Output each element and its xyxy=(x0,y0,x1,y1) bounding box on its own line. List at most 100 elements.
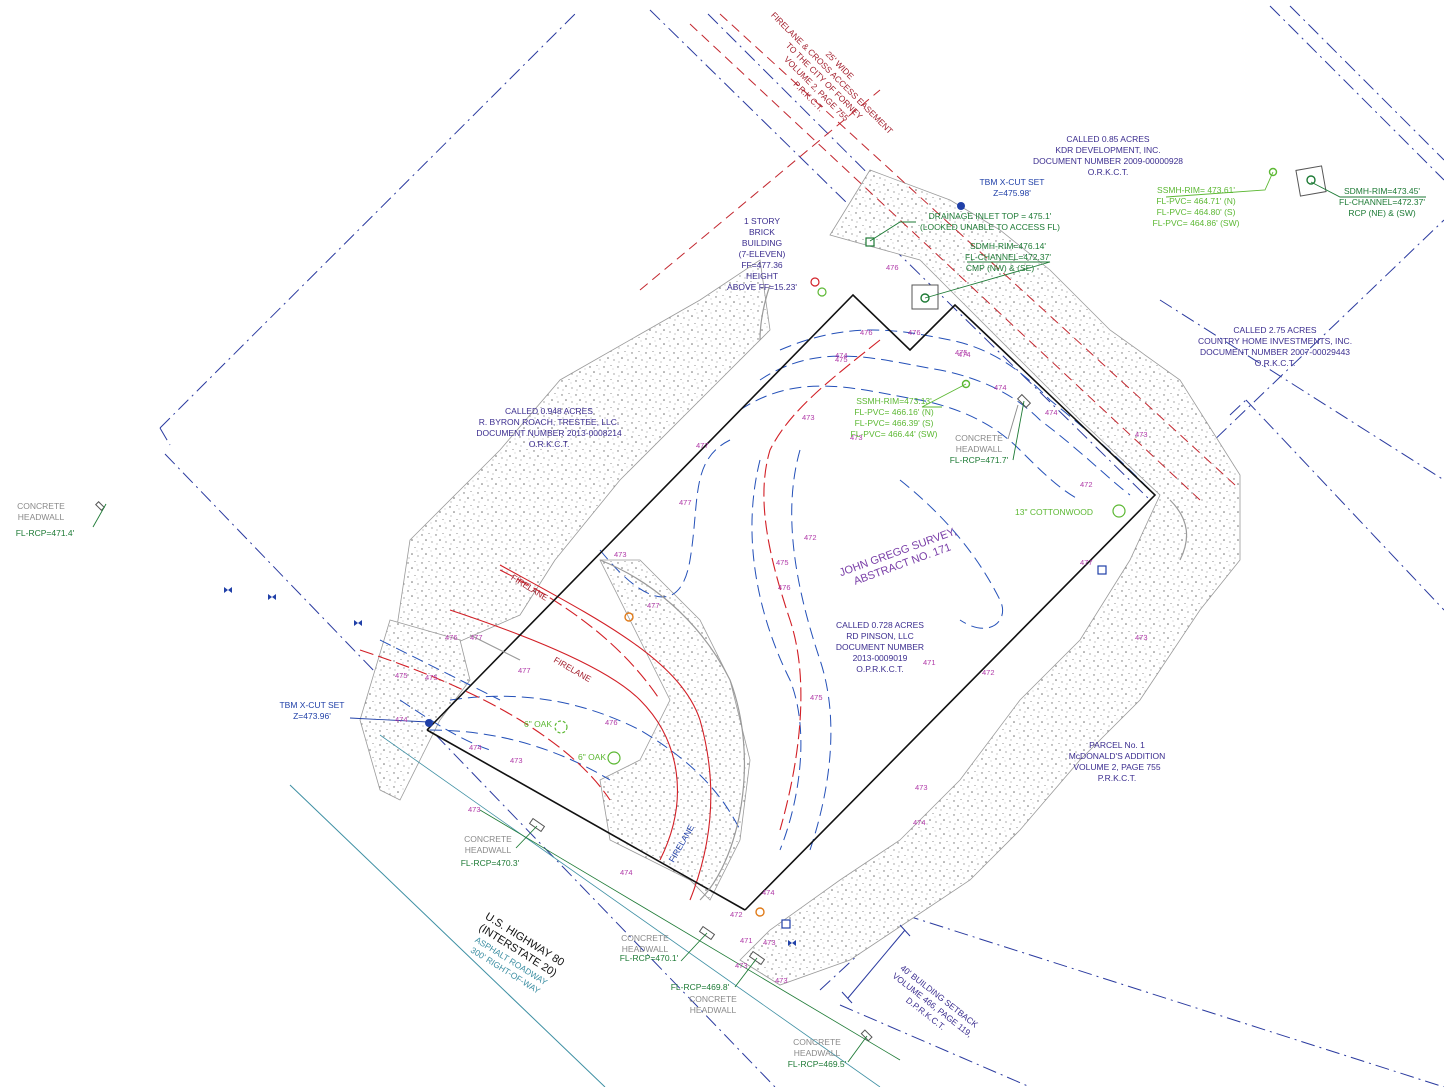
contour-elevation-label: 475 xyxy=(955,348,968,357)
kdr-line-3: DOCUMENT NUMBER 2009-00000928 xyxy=(1033,156,1183,166)
ssmh-top-line-1: SSMH-RIM= 473.61' xyxy=(1157,185,1235,195)
fl-rcp-470-1: FL-RCP=470.1' xyxy=(620,953,679,963)
headwall-bl-3-label: FL-RCP=469.8' CONCRETE HEADWALL xyxy=(671,982,737,1015)
contour-elevation-label: 474 xyxy=(762,888,775,897)
ssmh-top-line-4: FL-PVC= 464.86' (SW) xyxy=(1153,218,1240,228)
contour-elevation-label: 477 xyxy=(470,633,483,642)
building-line-6: HEIGHT xyxy=(746,271,778,281)
headwall-bl3-line-2: HEADWALL xyxy=(690,1005,737,1015)
contour-elevation-label: 475 xyxy=(425,673,438,682)
roach-label: CALLED 0.948 ACRES R. BYRON ROACH, TREST… xyxy=(476,406,622,449)
contour-elevation-label: 474 xyxy=(913,818,926,827)
headwall-mid-label: CONCRETE HEADWALL FL-RCP=471.7' xyxy=(950,433,1009,465)
contour-elevation-label: 474 xyxy=(1045,408,1058,417)
contour-elevation-label: 474 xyxy=(620,868,633,877)
building-line-3: BUILDING xyxy=(742,238,782,248)
contour-elevation-label: 473 xyxy=(468,805,481,814)
headwall-bl2-line-1: CONCRETE xyxy=(621,933,669,943)
building-line-1: 1 STORY xyxy=(744,216,780,226)
ssmh-mid-line-2: FL-PVC= 466.16' (N) xyxy=(854,407,934,417)
pinson-line-5: O.P.R.K.C.T. xyxy=(856,664,904,674)
roach-line-4: O.R.K.C.T. xyxy=(529,439,570,449)
country-home-line-1: CALLED 2.75 ACRES xyxy=(1233,325,1316,335)
leader-lines xyxy=(92,171,1426,1063)
gravel-areas xyxy=(359,169,1241,986)
oak-label-1: 6" OAK xyxy=(524,719,552,729)
headwall-mid-line-1: CONCRETE xyxy=(955,433,1003,443)
roach-line-3: DOCUMENT NUMBER 2013-0008214 xyxy=(476,428,622,438)
parcel-line-3: VOLUME 2, PAGE 755 xyxy=(1073,762,1161,772)
contour-elevation-label: 473 xyxy=(775,976,788,985)
contour-elevation-label: 477 xyxy=(1080,558,1093,567)
ssmh-top-line-3: FL-PVC= 464.80' (S) xyxy=(1157,207,1236,217)
building-label: 1 STORY BRICK BUILDING (7-ELEVEN) FF=477… xyxy=(727,216,797,292)
ssmh-mid-line-1: SSMH-RIM=473.13' xyxy=(856,396,932,406)
contour-elevation-label: 472 xyxy=(730,910,743,919)
parcel-line-1: PARCEL No. 1 xyxy=(1089,740,1145,750)
setback-dimension xyxy=(841,924,911,1004)
contour-elevation-label: 476 xyxy=(445,633,458,642)
contour-elevation-label: 475 xyxy=(395,671,408,680)
contour-elevation-label: 473 xyxy=(614,550,627,559)
easement-lines xyxy=(639,13,1236,501)
contour-elevation-label: 473 xyxy=(802,413,815,422)
tbm-left-line-2: Z=473.96' xyxy=(293,711,331,721)
cottonwood-label: 13" COTTONWOOD xyxy=(1015,507,1093,517)
drainage-inlet-line-1: DRAINAGE INLET TOP = 475.1' xyxy=(929,211,1052,221)
contour-elevation-label: 472 xyxy=(804,533,817,542)
tbm-left-line-1: TBM X-CUT SET xyxy=(279,700,344,710)
ssmh-mid-label: SSMH-RIM=473.13' FL-PVC= 466.16' (N) FL-… xyxy=(851,396,938,439)
contour-elevation-label: 476 xyxy=(860,328,873,337)
headwall-bl3-line-1: CONCRETE xyxy=(689,994,737,1004)
tbm-left-label: TBM X-CUT SET Z=473.96' xyxy=(279,700,344,721)
drainage-inlet-label: DRAINAGE INLET TOP = 475.1' (LOCKED UNAB… xyxy=(920,211,1060,232)
sdmh-center-label: SDMH-RIM=476.14' FL-CHANNEL=472.37' CMP … xyxy=(965,241,1051,273)
country-home-label: CALLED 2.75 ACRES COUNTRY HOME INVESTMEN… xyxy=(1198,325,1352,368)
headwall-bl-1-label: CONCRETE HEADWALL FL-RCP=470.3' xyxy=(461,834,520,868)
building-line-7: ABOVE FF=15.23' xyxy=(727,282,797,292)
fl-rcp-469-5: FL-RCP=469.5' xyxy=(788,1059,847,1069)
contour-elevation-label: 472 xyxy=(982,668,995,677)
setback-line-2: VOLUME 466, PAGE 119, xyxy=(891,971,975,1039)
fl-rcp-471-4: FL-RCP=471.4' xyxy=(16,528,75,538)
contour-elevation-label: 477 xyxy=(647,601,660,610)
kdr-line-1: CALLED 0.85 ACRES xyxy=(1066,134,1149,144)
highway-label: U.S. HIGHWAY 80 (INTERSTATE 20) ASPHALT … xyxy=(469,911,566,996)
kdr-line-2: KDR DEVELOPMENT, INC. xyxy=(1055,145,1160,155)
ssmh-top-label: SSMH-RIM= 473.61' FL-PVC= 464.71' (N) FL… xyxy=(1153,185,1240,228)
parcel-label: PARCEL No. 1 McDONALD'S ADDITION VOLUME … xyxy=(1069,740,1166,783)
pinson-line-3: DOCUMENT NUMBER xyxy=(836,642,924,652)
fl-rcp-469-8: FL-RCP=469.8' xyxy=(671,982,730,992)
ssmh-mid-line-3: FL-PVC= 466.39' (S) xyxy=(855,418,934,428)
contour-elevation-label: 472 xyxy=(1080,480,1093,489)
pinson-label: CALLED 0.728 ACRES RD PINSON, LLC DOCUME… xyxy=(836,620,924,674)
headwall-bl4-line-2: HEADWALL xyxy=(794,1048,841,1058)
headwall-bl1-line-1: CONCRETE xyxy=(464,834,512,844)
country-home-line-2: COUNTRY HOME INVESTMENTS, INC. xyxy=(1198,336,1352,346)
contour-elevation-label: 474 xyxy=(994,383,1007,392)
contour-elevation-label: 476 xyxy=(886,263,899,272)
ssmh-top-line-2: FL-PVC= 464.71' (N) xyxy=(1156,196,1236,206)
oak-label-2: 6" OAK xyxy=(578,752,606,762)
contour-elevation-label: 474 xyxy=(835,351,848,360)
ssmh-mid-line-4: FL-PVC= 466.44' (SW) xyxy=(851,429,938,439)
roach-line-2: R. BYRON ROACH, TRESTEE, LLC. xyxy=(479,417,620,427)
headwall-bl4-line-1: CONCRETE xyxy=(793,1037,841,1047)
survey-label: JOHN GREGG SURVEY, ABSTRACT NO. 171 xyxy=(838,526,958,588)
tbm-top-label: TBM X-CUT SET Z=475.98' xyxy=(979,177,1044,198)
contour-elevation-label: 471 xyxy=(923,658,936,667)
contour-elevation-label: 473 xyxy=(735,961,748,970)
sdmh-right-line-2: FL-CHANNEL=472.37' xyxy=(1339,197,1425,207)
contour-elevation-label: 475 xyxy=(776,558,789,567)
contour-elevation-label: 476 xyxy=(908,328,921,337)
headwall-bl-4-label: CONCRETE HEADWALL FL-RCP=469.5' xyxy=(788,1037,847,1069)
roach-line-1: CALLED 0.948 ACRES xyxy=(505,406,593,416)
contour-elevation-label: 473 xyxy=(915,783,928,792)
tbm-top-line-2: Z=475.98' xyxy=(993,188,1031,198)
curb-lines xyxy=(469,284,1188,901)
sdmh-right-line-1: SDMH-RIM=473.45' xyxy=(1344,186,1420,196)
headwall-bl-2-label: CONCRETE HEADWALL FL-RCP=470.1' xyxy=(620,933,679,963)
headwall-left-label: CONCRETE HEADWALL FL-RCP=471.4' xyxy=(16,501,75,538)
utility-structures xyxy=(224,165,1327,946)
